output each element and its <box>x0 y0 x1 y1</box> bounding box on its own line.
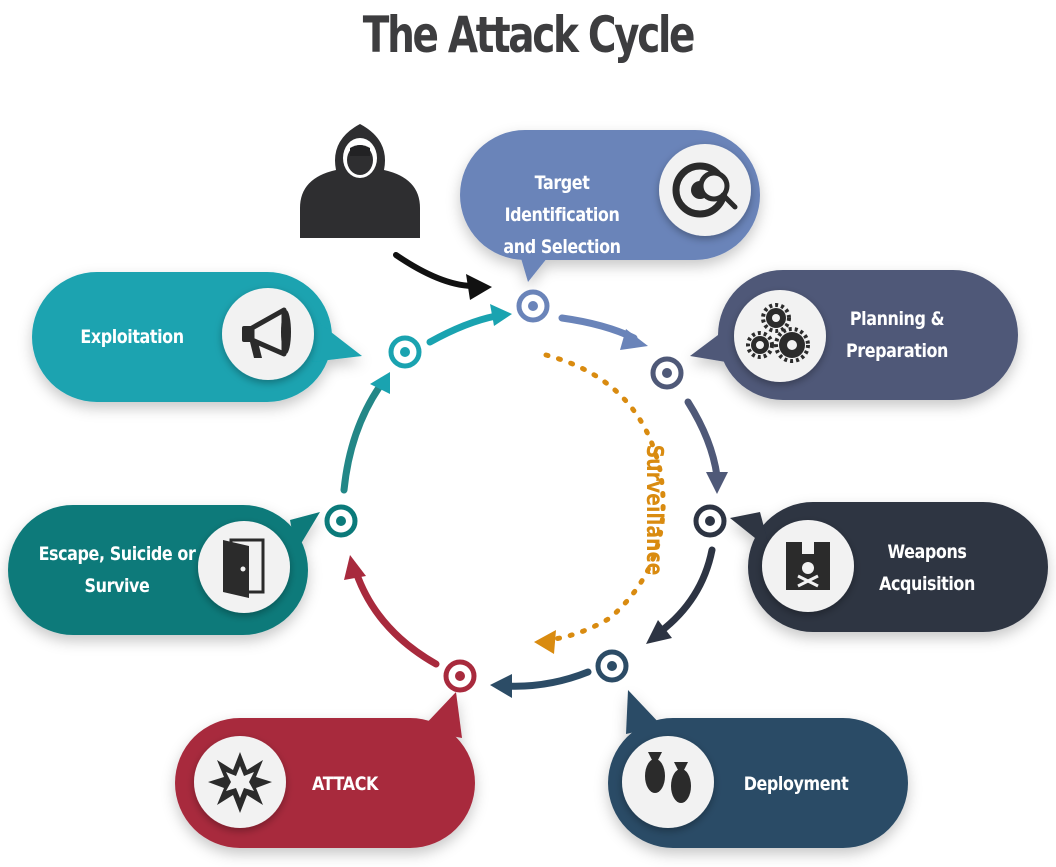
stage-escape-label: Escape, Suicide or Survive <box>38 543 196 597</box>
stage-exploitation-label: Exploitation <box>80 326 184 348</box>
stage-target-label: Target Identification and Selection <box>503 172 621 258</box>
attacker-entry-arrow <box>393 252 492 300</box>
stage-deployment-label: Deployment <box>743 773 849 795</box>
node-weapons <box>693 504 727 538</box>
cycle-arc-attack-to-escape <box>344 555 440 668</box>
cycle-arc-escape-to-exploitation <box>340 372 390 494</box>
node-planning <box>650 356 684 390</box>
cycle-arc-planning-to-weapons <box>684 398 728 494</box>
megaphone-icon <box>222 288 314 380</box>
page-title: The Attack Cycle <box>362 6 696 64</box>
node-attack <box>443 659 477 693</box>
node-exploitation <box>388 335 422 369</box>
node-escape <box>324 504 358 538</box>
hazard-box-icon <box>762 520 854 612</box>
surveillance-dotted-arc <box>534 352 666 654</box>
explosion-icon <box>194 736 286 828</box>
cycle-arc-weapons-to-deployment <box>646 546 716 644</box>
door-icon <box>198 521 290 613</box>
stage-planning-label: Planning & Preparation <box>845 308 949 362</box>
gears-icon <box>734 290 826 382</box>
surveillance-label: Surveillance <box>642 445 669 576</box>
cycle-arc-target-to-planning <box>558 314 648 350</box>
node-target <box>516 289 550 323</box>
bombs-icon <box>622 736 714 828</box>
node-deployment <box>595 649 629 683</box>
cycle-arc-exploitation-to-target <box>426 304 512 346</box>
cycle-arc-deployment-to-attack <box>490 668 592 698</box>
target-search-icon <box>659 144 751 236</box>
stage-weapons-label: Weapons Acquisition <box>879 541 975 595</box>
stage-attack-label: ATTACK <box>312 773 378 795</box>
hooded-attacker-icon <box>300 124 420 238</box>
